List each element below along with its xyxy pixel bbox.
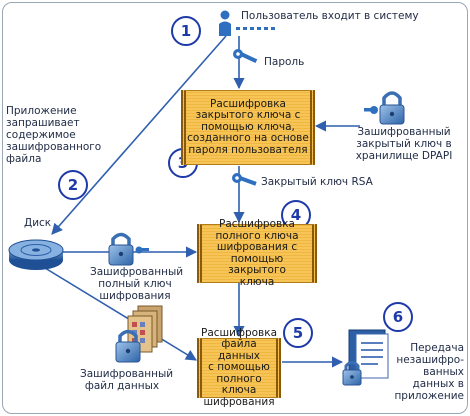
rsa-private-key-label: Закрытый ключ RSA xyxy=(261,176,373,188)
step-2-circle: 2 xyxy=(58,170,88,200)
application-document-icon xyxy=(342,329,389,386)
rsa-key-icon xyxy=(232,173,257,186)
step-1-circle: 1 xyxy=(171,16,201,46)
decrypt-full-key-box: Расшифровка полного ключа шифрования с п… xyxy=(197,218,317,287)
app-request-label: Приложение запрашивает содержимое зашифр… xyxy=(6,105,102,165)
flow-arrows xyxy=(44,35,360,368)
disk-icon xyxy=(8,239,64,270)
dpapi-key-label: Зашифрованный закрытый ключ в хранилище … xyxy=(355,126,453,162)
decrypt-data-file-box: Расшифровка файла данных с помощью полно… xyxy=(197,327,281,408)
password-key-icon xyxy=(233,49,258,63)
transfer-to-app-label: Передача незашифро- ванных данных в прил… xyxy=(394,342,464,402)
step-5-circle: 5 xyxy=(283,318,313,348)
encrypted-data-file-label: Зашифрованный файл данных xyxy=(80,368,174,392)
dpapi-lock-icon xyxy=(364,91,405,125)
arrow-user-to-disk xyxy=(51,35,227,235)
decrypt-private-key-box: Расшифровка закрытого ключа с помощью кл… xyxy=(181,90,315,165)
disk-label: Диск xyxy=(24,217,52,229)
step-6-circle: 6 xyxy=(383,302,413,332)
full-key-lock-icon xyxy=(108,232,149,266)
user-icon xyxy=(219,10,231,36)
arrow-disk-to-box5 xyxy=(44,267,197,361)
dotted-line xyxy=(236,27,275,30)
encrypted-full-key-label: Зашифрованный полный ключ шифрования xyxy=(90,266,184,302)
data-file-lock-icon xyxy=(115,329,141,363)
password-label: Пароль xyxy=(264,56,305,68)
user-logon-label: Пользователь входит в систему xyxy=(241,10,419,22)
